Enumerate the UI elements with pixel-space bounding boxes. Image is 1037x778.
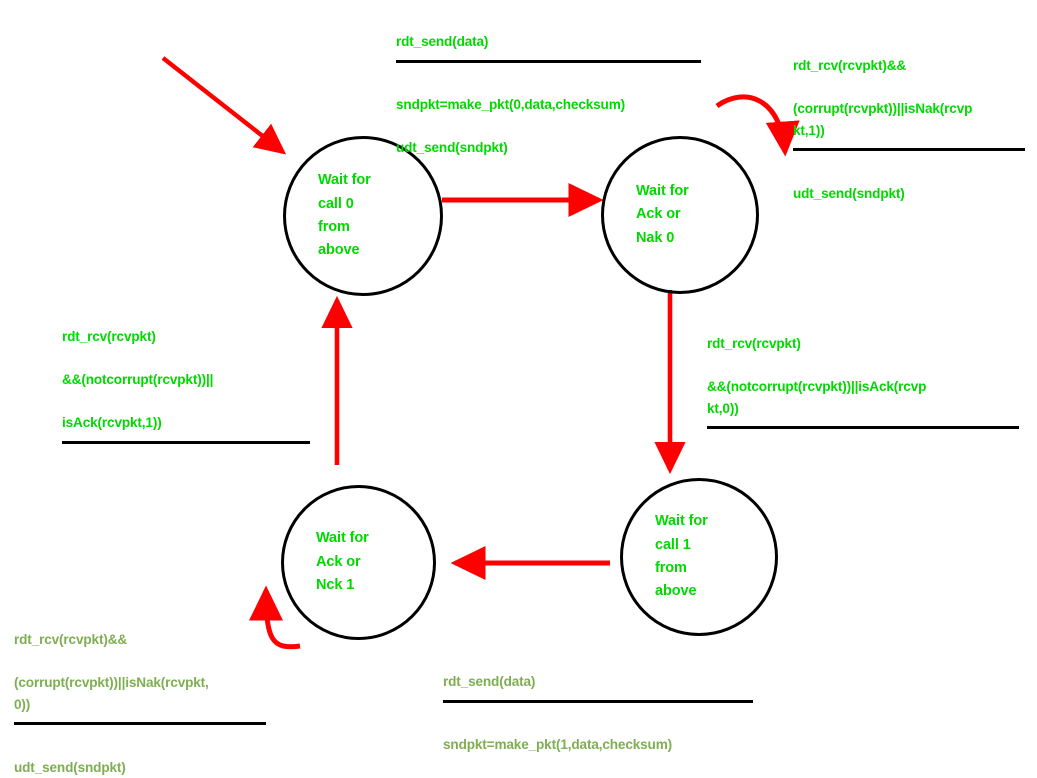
- annotation-call0-to-ack0: rdt_send(data) sndpkt=make_pkt(0,data,ch…: [396, 10, 701, 180]
- annotation-ack1-to-call0-condition: rdt_rcv(rcvpkt) &&(notcorrupt(rcvpkt))||…: [62, 326, 310, 444]
- annotation-ack0-self-loop: rdt_rcv(rcvpkt)&& (corrupt(rcvpkt))||isN…: [793, 34, 1025, 226]
- annotation-call0-to-ack0-condition: rdt_send(data): [396, 31, 701, 63]
- annotation-ack0-to-call1: rdt_rcv(rcvpkt) &&(notcorrupt(rcvpkt))||…: [707, 312, 1019, 472]
- state-wait-call-1[interactable]: Wait for call 1 from above: [620, 478, 778, 636]
- state-wait-ack-nck-1-label: Wait for Ack or Nck 1: [316, 530, 369, 594]
- state-wait-call-1-label: Wait for call 1 from above: [655, 513, 708, 600]
- arrow-start-into-wait-call-0: [161, 56, 287, 155]
- annotation-ack1-self-loop: rdt_rcv(rcvpkt)&& (corrupt(rcvpkt))||isN…: [14, 608, 266, 778]
- annotation-ack0-self-loop-condition: rdt_rcv(rcvpkt)&& (corrupt(rcvpkt))||isN…: [793, 55, 1025, 152]
- annotation-ack1-self-loop-condition: rdt_rcv(rcvpkt)&& (corrupt(rcvpkt))||isN…: [14, 629, 266, 726]
- annotation-call1-to-ack1-action: sndpkt=make_pkt(1,data,checksum) udt_sen…: [443, 737, 673, 753]
- annotation-ack1-self-loop-action: udt_send(sndpkt): [14, 759, 126, 775]
- state-wait-ack-nak-0[interactable]: Wait for Ack or Nak 0: [601, 136, 759, 294]
- state-wait-call-0[interactable]: Wait for call 0 from above: [283, 136, 443, 296]
- annotation-ack0-to-call1-condition: rdt_rcv(rcvpkt) &&(notcorrupt(rcvpkt))||…: [707, 333, 1019, 430]
- annotation-ack1-to-call0: rdt_rcv(rcvpkt) &&(notcorrupt(rcvpkt))||…: [62, 305, 310, 487]
- arrow-ack0-self-loop: [715, 94, 800, 157]
- annotation-call0-to-ack0-action: sndpkt=make_pkt(0,data,checksum) udt_sen…: [396, 97, 626, 156]
- state-wait-ack-nak-0-label: Wait for Ack or Nak 0: [636, 182, 689, 246]
- annotation-ack0-self-loop-action: udt_send(sndpkt): [793, 185, 905, 201]
- annotation-call1-to-ack1-condition: rdt_send(data): [443, 671, 753, 703]
- state-wait-ack-nck-1[interactable]: Wait for Ack or Nck 1: [281, 485, 436, 640]
- annotation-call1-to-ack1: rdt_send(data) sndpkt=make_pkt(1,data,ch…: [443, 650, 753, 778]
- state-wait-call-0-label: Wait for call 0 from above: [318, 172, 371, 259]
